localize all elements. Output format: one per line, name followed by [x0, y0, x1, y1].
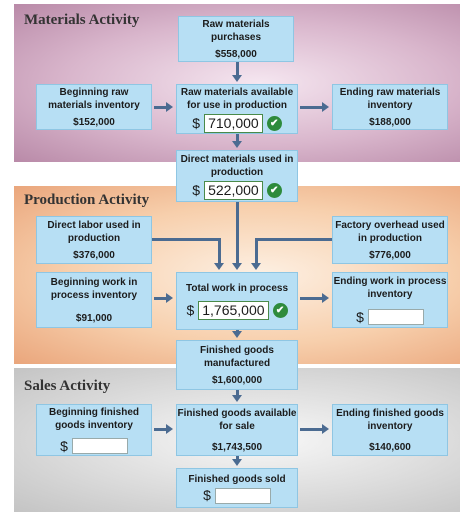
beginning-raw-materials-label: Beginning raw materials inventory [48, 86, 140, 111]
dollar-sign: $ [192, 181, 201, 198]
ending-wip-box: Ending work in process inventory $ [332, 272, 448, 328]
arrow-down-icon [232, 134, 242, 148]
raw-materials-available-input[interactable]: 710,000 [204, 113, 263, 133]
direct-materials-used-input[interactable]: 522,000 [204, 180, 263, 200]
beginning-finished-goods-box: Beginning finished goods inventory $ [36, 404, 152, 456]
connector-line [152, 238, 220, 241]
finished-goods-manufactured-value: $1,600,000 [211, 374, 263, 386]
check-circle-icon: ✔ [266, 182, 282, 198]
arrow-right-icon [154, 102, 173, 112]
ending-raw-materials-box: Ending raw materials inventory $188,000 [332, 84, 448, 130]
ending-finished-goods-value: $140,600 [369, 441, 411, 453]
ending-finished-goods-label: Ending finished goods inventory [336, 407, 444, 432]
ending-raw-materials-value: $188,000 [369, 116, 411, 128]
dollar-sign: $ [356, 308, 364, 325]
factory-overhead-label: Factory overhead used in production [335, 219, 445, 244]
arrow-down-icon [232, 62, 242, 82]
arrow-right-icon [154, 293, 173, 303]
ending-finished-goods-box: Ending finished goods inventory $140,600 [332, 404, 448, 456]
raw-materials-available-box: Raw materials available for use in produ… [176, 84, 298, 134]
factory-overhead-value: $776,000 [369, 249, 411, 261]
raw-materials-purchases-value: $558,000 [215, 48, 257, 60]
beginning-finished-goods-input[interactable] [71, 438, 128, 454]
beginning-finished-goods-label: Beginning finished goods inventory [49, 407, 139, 431]
raw-materials-purchases-label: Raw materials purchases [202, 18, 270, 43]
direct-labor-value: $376,000 [73, 249, 115, 261]
connector-line [255, 238, 332, 241]
factory-overhead-box: Factory overhead used in production $776… [332, 216, 448, 264]
beginning-wip-box: Beginning work in process inventory $91,… [36, 272, 152, 328]
ending-raw-materials-label: Ending raw materials inventory [339, 86, 441, 111]
total-wip-input[interactable]: 1,765,000 [198, 301, 269, 320]
total-wip-label: Total work in process [185, 283, 289, 294]
direct-materials-used-box: Direct materials used in production $ 52… [176, 150, 298, 202]
dollar-sign: $ [192, 114, 201, 131]
direct-labor-label: Direct labor used in production [47, 219, 141, 244]
raw-materials-available-label: Raw materials available for use in produ… [180, 86, 294, 111]
beginning-raw-materials-box: Beginning raw materials inventory $152,0… [36, 84, 152, 130]
direct-materials-used-label: Direct materials used in production [180, 153, 294, 178]
arrow-down-icon [232, 390, 242, 402]
finished-goods-available-value: $1,743,500 [211, 441, 263, 453]
raw-materials-purchases-box: Raw materials purchases $558,000 [178, 16, 294, 62]
check-circle-icon: ✔ [272, 303, 288, 318]
arrow-down-icon [232, 202, 242, 270]
finished-goods-available-label: Finished goods available for sale [177, 407, 297, 432]
arrow-right-icon [154, 424, 173, 434]
arrow-down-icon [214, 238, 224, 270]
dollar-sign: $ [203, 487, 211, 503]
ending-wip-label: Ending work in process inventory [333, 276, 447, 300]
dollar-sign: $ [186, 302, 195, 318]
dollar-sign: $ [60, 437, 68, 454]
finished-goods-manufactured-box: Finished goods manufactured $1,600,000 [176, 340, 298, 390]
beginning-wip-label: Beginning work in process inventory [50, 276, 138, 301]
arrow-right-icon [300, 293, 329, 303]
finished-goods-manufactured-label: Finished goods manufactured [200, 344, 274, 369]
finished-goods-sold-input[interactable] [214, 487, 271, 504]
arrow-right-icon [300, 424, 329, 434]
total-wip-box: Total work in process $ 1,765,000 ✔ [176, 272, 298, 330]
finished-goods-sold-box: Finished goods sold $ [176, 468, 298, 508]
arrow-right-icon [300, 102, 329, 112]
arrow-down-icon [232, 456, 242, 466]
arrow-down-icon [232, 330, 242, 338]
finished-goods-available-box: Finished goods available for sale $1,743… [176, 404, 298, 456]
production-activity-title: Production Activity [24, 192, 150, 208]
ending-wip-input[interactable] [367, 309, 424, 325]
beginning-wip-value: $91,000 [75, 312, 113, 324]
beginning-raw-materials-value: $152,000 [73, 116, 115, 128]
materials-activity-title: Materials Activity [24, 12, 140, 28]
sales-activity-title: Sales Activity [24, 378, 111, 394]
arrow-down-icon [251, 238, 261, 270]
finished-goods-sold-label: Finished goods sold [188, 473, 286, 485]
check-circle-icon: ✔ [266, 115, 282, 131]
direct-labor-box: Direct labor used in production $376,000 [36, 216, 152, 264]
